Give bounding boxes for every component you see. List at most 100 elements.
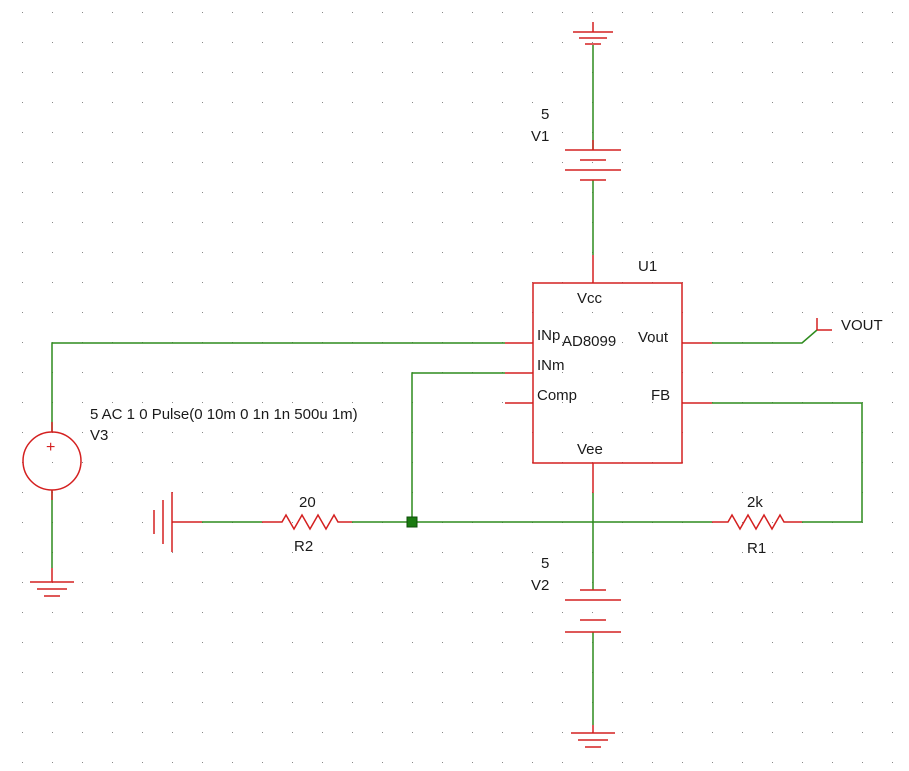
- grid-dot: [682, 702, 683, 703]
- grid-dot: [532, 42, 533, 43]
- grid-dot: [892, 432, 893, 433]
- grid-dot: [142, 282, 143, 283]
- grid-dot: [802, 282, 803, 283]
- opamp-u1[interactable]: [505, 255, 712, 493]
- grid-dot: [22, 702, 23, 703]
- grid-dot: [652, 372, 653, 373]
- grid-dot: [232, 492, 233, 493]
- grid-dot: [772, 192, 773, 193]
- grid-dot: [412, 222, 413, 223]
- grid-dot: [892, 612, 893, 613]
- battery-v2[interactable]: [565, 589, 621, 633]
- grid-dot: [22, 222, 23, 223]
- grid-dot: [772, 282, 773, 283]
- grid-dot: [322, 192, 323, 193]
- grid-dot: [442, 762, 443, 763]
- grid-dot: [292, 432, 293, 433]
- grid-dot: [292, 702, 293, 703]
- grid-dot: [172, 132, 173, 133]
- grid-dot: [652, 42, 653, 43]
- grid-dot: [802, 762, 803, 763]
- grid-dot: [622, 162, 623, 163]
- grid-dot: [712, 462, 713, 463]
- grid-dot: [892, 222, 893, 223]
- grid-dot: [682, 102, 683, 103]
- grid-dot: [412, 762, 413, 763]
- grid-dot: [742, 192, 743, 193]
- grid-dot: [772, 432, 773, 433]
- wire-v3-to-inp[interactable]: [51, 342, 505, 432]
- grid-dot: [352, 312, 353, 313]
- grid-dot: [112, 132, 113, 133]
- grid-dot: [502, 72, 503, 73]
- grid-dot: [622, 702, 623, 703]
- grid-dot: [742, 732, 743, 733]
- grid-dot: [82, 642, 83, 643]
- grid-dot: [352, 72, 353, 73]
- grid-dot: [292, 672, 293, 673]
- grid-dot: [172, 402, 173, 403]
- grid-dot: [262, 462, 263, 463]
- grid-dot: [742, 702, 743, 703]
- vout-label: VOUT: [841, 317, 883, 334]
- grid-dot: [892, 642, 893, 643]
- battery-v1[interactable]: [565, 140, 621, 181]
- resistor-r2[interactable]: [262, 513, 352, 531]
- grid-dot: [502, 642, 503, 643]
- grid-dot: [802, 12, 803, 13]
- grid-dot: [802, 552, 803, 553]
- grid-dot: [472, 192, 473, 193]
- grid-dot: [742, 762, 743, 763]
- grid-dot: [142, 162, 143, 163]
- grid-dot: [382, 12, 383, 13]
- grid-dot: [862, 342, 863, 343]
- grid-dot: [562, 312, 563, 313]
- grid-dot: [172, 162, 173, 163]
- voltage-source-v3[interactable]: [22, 422, 82, 500]
- grid-dot: [862, 702, 863, 703]
- wire-vout[interactable]: [712, 329, 818, 344]
- grid-dot: [832, 282, 833, 283]
- grid-dot: [22, 12, 23, 13]
- grid-dot: [802, 312, 803, 313]
- grid-dot: [892, 42, 893, 43]
- grid-dot: [472, 762, 473, 763]
- grid-dot: [862, 732, 863, 733]
- grid-dot: [502, 672, 503, 673]
- grid-dot: [292, 162, 293, 163]
- wire-r1-to-fb[interactable]: [712, 402, 863, 523]
- grid-dot: [562, 762, 563, 763]
- grid-dot: [202, 492, 203, 493]
- grid-dot: [772, 372, 773, 373]
- resistor-r1[interactable]: [712, 513, 802, 531]
- grid-dot: [352, 222, 353, 223]
- grid-dot: [262, 252, 263, 253]
- grid-dot: [652, 162, 653, 163]
- grid-dot: [292, 372, 293, 373]
- grid-dot: [382, 312, 383, 313]
- wire-inm-to-node[interactable]: [411, 372, 505, 522]
- grid-dot: [712, 732, 713, 733]
- grid-dot: [832, 612, 833, 613]
- grid-dot: [772, 522, 773, 523]
- grid-dot: [742, 372, 743, 373]
- junction-node[interactable]: [406, 516, 418, 528]
- grid-dot: [322, 762, 323, 763]
- grid-dot: [652, 12, 653, 13]
- grid-dot: [712, 612, 713, 613]
- grid-dot: [712, 552, 713, 553]
- grid-dot: [352, 282, 353, 283]
- grid-dot: [472, 642, 473, 643]
- vout-net-flag[interactable]: [816, 318, 832, 331]
- grid-dot: [682, 192, 683, 193]
- grid-dot: [592, 612, 593, 613]
- grid-dot: [682, 72, 683, 73]
- grid-dot: [742, 12, 743, 13]
- grid-dot: [382, 192, 383, 193]
- grid-dot: [892, 282, 893, 283]
- grid-dot: [142, 312, 143, 313]
- grid-dot: [142, 462, 143, 463]
- grid-dot: [262, 222, 263, 223]
- grid-dot: [862, 372, 863, 373]
- grid-dot: [802, 732, 803, 733]
